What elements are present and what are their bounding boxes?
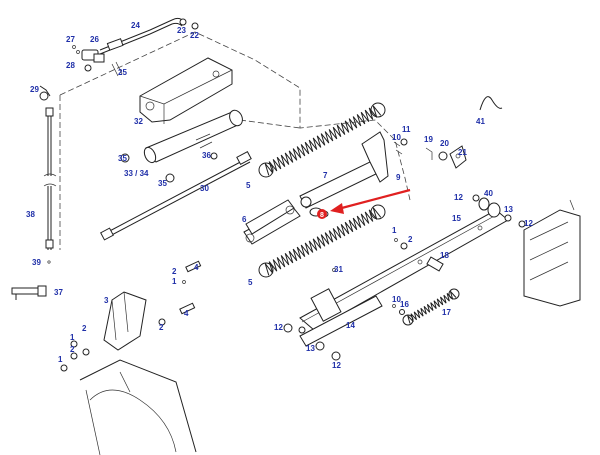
highlight-arrow: 8 <box>317 188 411 219</box>
label-13a: 13 <box>504 205 513 214</box>
sensor-part-37 <box>11 285 47 300</box>
label-28: 28 <box>66 61 75 70</box>
bracket-part-3 <box>103 291 147 351</box>
label-7: 7 <box>323 171 328 180</box>
label-13b: 13 <box>306 344 315 353</box>
valve-part-26 <box>72 45 123 77</box>
bushing-part-40 <box>472 194 526 228</box>
spring-lower-coil-hook-0 <box>258 262 274 278</box>
label-16: 16 <box>400 300 409 309</box>
spring-lower-coil-hook-1 <box>370 204 386 220</box>
housing-lower-left <box>79 359 197 455</box>
hose-part-24 <box>99 17 185 55</box>
spring-upper-coil <box>264 105 382 176</box>
spring-part-17 <box>402 288 460 326</box>
label-12c: 12 <box>274 323 283 332</box>
label-12b: 12 <box>524 219 533 228</box>
label-5a: 5 <box>246 181 251 190</box>
label-14: 14 <box>346 321 355 330</box>
label-18: 18 <box>440 251 449 260</box>
label-4a: 4 <box>194 263 199 272</box>
label-38: 38 <box>26 210 35 219</box>
label-35b: 35 <box>158 179 167 188</box>
label-2d: 2 <box>82 324 87 333</box>
label-32: 32 <box>134 117 143 126</box>
label-36: 36 <box>202 151 211 160</box>
spring-lower-coil <box>264 207 382 276</box>
cylinder-part-35 <box>120 109 243 183</box>
label-9: 9 <box>396 173 401 182</box>
label-26: 26 <box>90 35 99 44</box>
label-2e: 2 <box>70 345 75 354</box>
frame-right <box>523 199 581 307</box>
label-15: 15 <box>452 214 461 223</box>
label-21: 21 <box>458 148 467 157</box>
part-labels: 24 23 22 27 26 28 25 29 32 35 36 33 / 34… <box>26 21 533 370</box>
label-22: 22 <box>190 31 199 40</box>
label-24: 24 <box>131 21 140 30</box>
label-6: 6 <box>242 215 247 224</box>
link-part-6 <box>243 199 301 245</box>
bracket-part-32 <box>139 57 233 124</box>
label-19: 19 <box>424 135 433 144</box>
label-25: 25 <box>118 68 127 77</box>
spring-17-coil <box>407 291 457 324</box>
label-23: 23 <box>177 26 186 35</box>
label-2c: 2 <box>159 323 164 332</box>
label-2a: 2 <box>408 235 413 244</box>
label-31: 31 <box>334 265 343 274</box>
label-17: 17 <box>442 308 451 317</box>
spring-lower-part-5 <box>258 204 386 278</box>
spring-upper-part-5 <box>258 102 386 178</box>
label-12d: 12 <box>332 361 341 370</box>
label-5b: 5 <box>248 278 253 287</box>
fittings-part-19-21 <box>425 145 467 169</box>
bolts-middle <box>158 238 408 326</box>
label-1a: 1 <box>392 226 397 235</box>
spring-17-coil-hook-1 <box>448 288 460 300</box>
label-40: 40 <box>484 189 493 198</box>
label-30: 30 <box>200 184 209 193</box>
label-20: 20 <box>440 139 449 148</box>
spring-upper-coil-hook-0 <box>258 162 274 178</box>
label-10b: 10 <box>392 295 401 304</box>
label-35a: 35 <box>118 154 127 163</box>
label-29: 29 <box>30 85 39 94</box>
label-1b: 1 <box>172 277 177 286</box>
label-1c: 1 <box>70 333 75 342</box>
spring-17-coil-hook-0 <box>402 314 414 326</box>
label-11: 11 <box>402 125 411 134</box>
label-10a: 10 <box>392 133 401 142</box>
label-12a: 12 <box>454 193 463 202</box>
small-parts-18-31 <box>283 256 444 361</box>
spring-upper-coil-hook-1 <box>370 102 386 118</box>
fitting-part-23-22 <box>179 18 199 30</box>
assembly-boundary <box>59 31 411 250</box>
hydraulic-line-part-38 <box>39 85 57 264</box>
label-39: 39 <box>32 258 41 267</box>
label-27: 27 <box>66 35 75 44</box>
lever-part-7 <box>299 131 408 209</box>
link-part-14 <box>298 288 383 347</box>
label-3334: 33 / 34 <box>124 169 149 178</box>
label-3: 3 <box>104 296 109 305</box>
callout-badge-text: 8 <box>320 212 324 219</box>
rod-part-30 <box>100 150 252 241</box>
label-1d: 1 <box>58 355 63 364</box>
label-2b: 2 <box>172 267 177 276</box>
clip-part-41 <box>479 96 503 111</box>
label-4b: 4 <box>184 309 189 318</box>
label-41: 41 <box>476 117 485 126</box>
nuts-lower-left <box>60 340 90 372</box>
label-37: 37 <box>54 288 63 297</box>
